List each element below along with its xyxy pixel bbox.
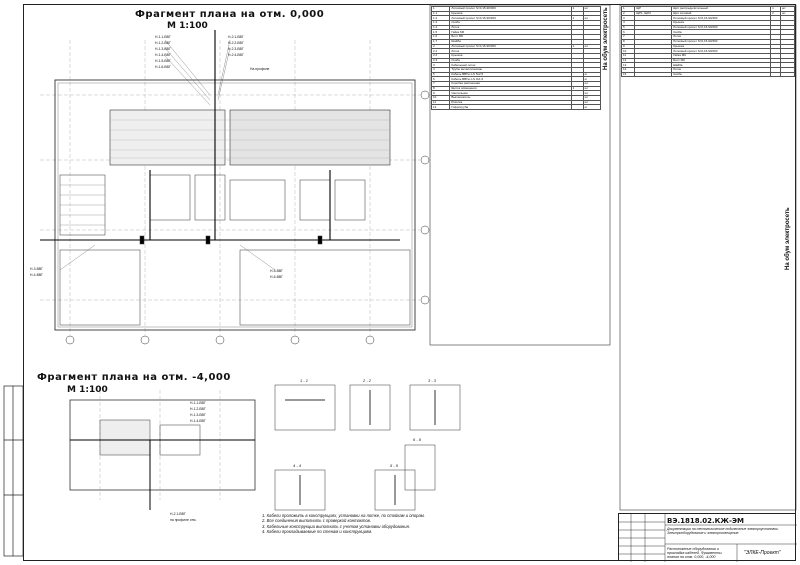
svg-text:Н-2.1-ВВГ: Н-2.1-ВВГ	[228, 35, 244, 39]
plan-top-title: Фрагмент плана на отм. 0,000	[135, 9, 325, 20]
svg-text:Н-1.1-ВВГ: Н-1.1-ВВГ	[190, 401, 206, 405]
document-code: ВЭ.1818.02.КЖ-ЭМ	[667, 517, 744, 525]
title-block-grid	[619, 514, 797, 562]
svg-text:Н-1.3-ВВГ: Н-1.3-ВВГ	[155, 47, 171, 51]
section-label: 6 - 6	[413, 437, 422, 442]
svg-text:Н-1.2-ВВГ: Н-1.2-ВВГ	[155, 41, 171, 45]
svg-text:Н-1.5-ВВГ: Н-1.5-ВВГ	[155, 59, 171, 63]
svg-text:Н-1.6-ВВГ: Н-1.6-ВВГ	[155, 65, 171, 69]
section-label: 1 - 1	[300, 378, 309, 383]
svg-text:Н-6-ВВГ: Н-6-ВВГ	[270, 275, 283, 279]
plan-top-scale: М 1:100	[167, 21, 208, 31]
plan-top	[40, 30, 430, 345]
svg-text:Н-2.2-ВВГ: Н-2.2-ВВГ	[228, 41, 244, 45]
note-line: 1. Кабели проложить в конструкциях, уста…	[262, 513, 425, 518]
spec-cell: Гофротруба	[449, 104, 572, 111]
left-margin-strip	[3, 385, 24, 557]
spec-row: 15 Скоба	[620, 71, 796, 78]
note-line: 2. Все соединения выполнить с проверкой …	[262, 518, 371, 524]
spec-cell	[570, 104, 584, 111]
svg-text:На профиле: На профиле	[250, 67, 270, 71]
plan-top-callouts: Н-1.1-ВВГ Н-1.2-ВВГ Н-1.3-ВВГ Н-1.4-ВВГ Н-…	[30, 35, 283, 279]
document-description: Документация на технологическое подключе…	[667, 527, 779, 535]
section-label: 5 - 5	[390, 463, 399, 468]
spec-cell: Скоба	[671, 71, 772, 78]
svg-text:Н-2.3-ВВГ: Н-2.3-ВВГ	[228, 47, 244, 51]
note-line: 4. Кабели прокладываемые по стенам и кон…	[262, 529, 373, 535]
plan-bottom-title: Фрагмент плана на отм. -4,000	[37, 372, 231, 383]
spec-cell	[779, 71, 796, 78]
svg-text:Н-5-ВВГ: Н-5-ВВГ	[270, 269, 283, 273]
section-label: 3 - 3	[428, 378, 437, 383]
svg-text:Н-1.2-ВВГ: Н-1.2-ВВГ	[190, 407, 206, 411]
svg-text:Н-1.4-ВВГ: Н-1.4-ВВГ	[190, 419, 206, 423]
section-details	[274, 384, 461, 511]
svg-text:Н-1.3-ВВГ: Н-1.3-ВВГ	[190, 413, 206, 417]
side-label-left: На обум электросеть	[603, 7, 609, 70]
plan-bottom	[69, 390, 256, 510]
spec-cell	[770, 71, 781, 78]
spec-cell: 15	[620, 71, 636, 78]
svg-text:Н-4-ВВГ: Н-4-ВВГ	[30, 273, 43, 277]
side-label-right: На обум электросеть	[785, 207, 791, 270]
sheet-frame	[23, 4, 796, 561]
section-label: 4 - 4	[293, 463, 302, 468]
section-label: 2 - 2	[363, 378, 372, 383]
note-line: 3. Кабельные конструкции выполнить с уче…	[262, 523, 410, 529]
svg-text:Н-2.1-ВВГ: Н-2.1-ВВГ	[170, 512, 186, 516]
svg-text:Н-2.4-ВВГ: Н-2.4-ВВГ	[228, 53, 244, 57]
drawing-notes: 1. Кабели проложить в конструкциях, уста…	[262, 513, 562, 535]
sheet-name: Расположение оборудования и прокладка ка…	[667, 547, 722, 559]
svg-text:Н-1.1-ВВГ: Н-1.1-ВВГ	[155, 35, 171, 39]
svg-text:Н-1.4-ВВГ: Н-1.4-ВВГ	[155, 53, 171, 57]
spec-cell: м	[582, 104, 602, 111]
svg-text:на профиле отм.: на профиле отм.	[170, 518, 196, 522]
title-block: ВЭ.1818.02.КЖ-ЭМ Документация на техноло…	[618, 513, 797, 562]
spec-cell	[634, 71, 673, 78]
organization-name: "ЭЛКЕ-Проект"	[744, 550, 781, 556]
svg-text:Н-3-ВВГ: Н-3-ВВГ	[30, 267, 43, 271]
plan-bottom-scale: М 1:100	[67, 385, 108, 395]
spec-cell: 12	[430, 104, 451, 111]
